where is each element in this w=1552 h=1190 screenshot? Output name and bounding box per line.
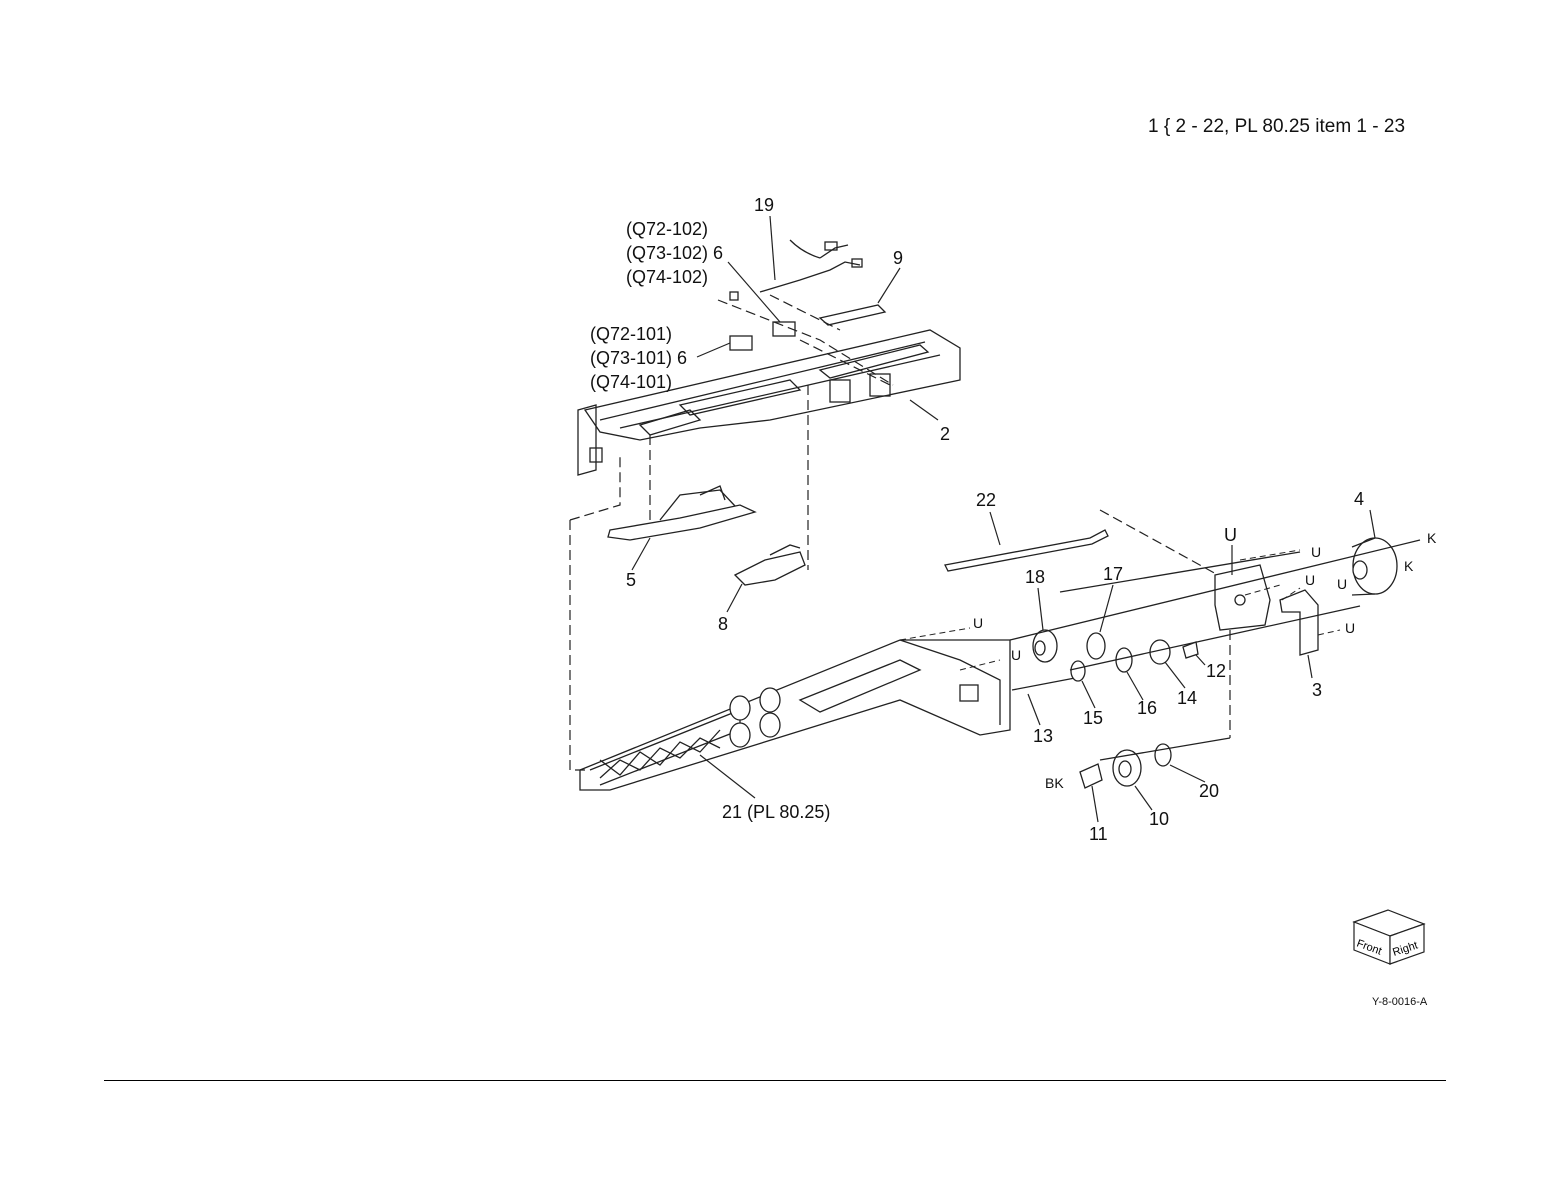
callout-15: 15 [1083, 708, 1103, 728]
callout-q73-102: (Q73-102) 6 [626, 243, 723, 263]
callout-19: 19 [754, 195, 774, 215]
callout-9: 9 [893, 248, 903, 268]
callout-q73-101: (Q73-101) 6 [590, 348, 687, 368]
marker-u: U [1337, 576, 1347, 592]
part-8-lever [735, 545, 805, 585]
marker-u-label: U [1224, 525, 1237, 545]
part-11-clip [1080, 764, 1102, 788]
part-21-main-frame [580, 640, 1010, 790]
marker-u: U [1345, 620, 1355, 636]
callout-17: 17 [1103, 564, 1123, 584]
part-20-bearing [1155, 744, 1171, 766]
callout-12: 12 [1206, 661, 1226, 681]
callout-8: 8 [718, 614, 728, 634]
footer-divider [104, 1080, 1446, 1081]
part-18-gear [1033, 630, 1057, 662]
part-22-bar [945, 530, 1108, 571]
marker-u: U [1011, 647, 1021, 663]
orientation-cube-icon: Front Right [1348, 906, 1430, 968]
part-9-sensor-bracket [820, 305, 885, 325]
callout-2: 2 [940, 424, 950, 444]
callout-11: 11 [1089, 824, 1108, 844]
part-19-harness [730, 240, 862, 300]
drawing-id: Y-8-0016-A [1372, 996, 1427, 1008]
callout-5: 5 [626, 570, 636, 590]
marker-bk: BK [1045, 775, 1064, 791]
callout-q74-101: (Q74-101) [590, 372, 672, 392]
callout-21: 21 (PL 80.25) [722, 802, 830, 822]
part-16-pulley [1116, 648, 1132, 672]
part-4-gear [1352, 538, 1397, 595]
callout-3: 3 [1312, 680, 1322, 700]
callout-4: 4 [1354, 489, 1364, 509]
right-side-plate [1215, 565, 1270, 630]
marker-k: K [1427, 530, 1437, 546]
callout-18: 18 [1025, 567, 1045, 587]
callout-20: 20 [1199, 781, 1219, 801]
callout-13: 13 [1033, 726, 1053, 746]
part-15-bearing [1071, 661, 1085, 681]
callout-22: 22 [976, 490, 996, 510]
marker-u: U [1311, 544, 1321, 560]
part-17-gear [1087, 633, 1105, 659]
callout-14: 14 [1177, 688, 1197, 708]
part-13-shaft [1012, 678, 1075, 690]
callout-10: 10 [1149, 809, 1169, 829]
marker-u: U [1305, 572, 1315, 588]
marker-k: K [1404, 558, 1414, 574]
marker-u: U [973, 615, 983, 631]
callout-q72-102: (Q72-102) [626, 219, 708, 239]
part-6-sensor-lower [730, 336, 752, 350]
part-5-guide [608, 486, 755, 540]
callout-q72-101: (Q72-101) [590, 324, 672, 344]
callout-16: 16 [1137, 698, 1157, 718]
callout-q74-102: (Q74-102) [626, 267, 708, 287]
